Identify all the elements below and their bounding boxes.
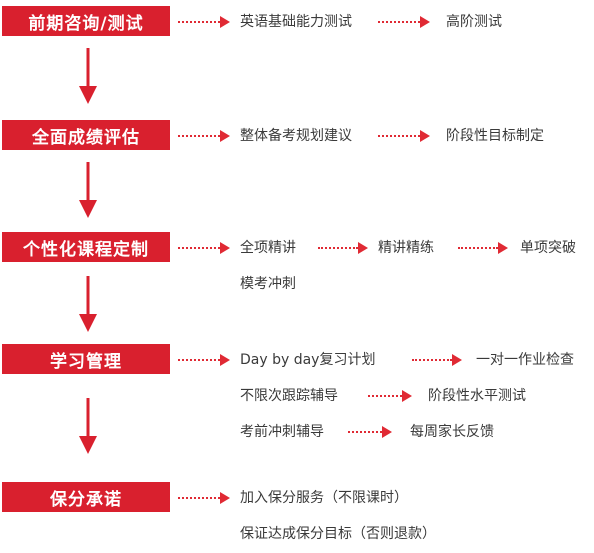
stage-custom-course: 个性化课程定制 [2, 232, 170, 262]
stage-study-management: 学习管理 [2, 344, 170, 374]
dotted-arrow-line [348, 431, 382, 433]
arrow-right-icon [402, 390, 412, 402]
arrow-right-icon [220, 354, 230, 366]
dotted-arrow-line [178, 497, 220, 499]
dotted-arrow-line [368, 395, 402, 397]
dotted-arrow-line [318, 247, 358, 249]
step-prep-plan: 整体备考规划建议 [240, 128, 352, 144]
step-single-breakthrough: 单项突破 [520, 240, 576, 256]
stage-score-evaluation: 全面成绩评估 [2, 120, 170, 150]
arrow-down-icon [79, 162, 97, 218]
dotted-arrow-line [178, 359, 220, 361]
arrow-right-icon [220, 492, 230, 504]
arrow-down-icon [79, 398, 97, 454]
step-unlimited-tutoring: 不限次跟踪辅导 [240, 388, 338, 404]
dotted-arrow-line [178, 247, 220, 249]
step-daily-plan: Day by day复习计划 [240, 352, 376, 368]
step-lecture-practice: 精讲精练 [378, 240, 434, 256]
dotted-arrow-line [178, 135, 220, 137]
arrow-right-icon [452, 354, 462, 366]
step-guarantee-refund: 保证达成保分目标（否则退款） [240, 526, 436, 542]
step-stage-goals: 阶段性目标制定 [446, 128, 544, 144]
arrow-right-icon [420, 16, 430, 28]
step-level-test: 阶段性水平测试 [428, 388, 526, 404]
dotted-arrow-line [458, 247, 498, 249]
dotted-arrow-line [378, 135, 420, 137]
step-homework-check: 一对一作业检查 [476, 352, 574, 368]
dotted-arrow-line [178, 21, 220, 23]
arrow-right-icon [220, 16, 230, 28]
step-mock-sprint: 模考冲刺 [240, 276, 296, 292]
arrow-right-icon [498, 242, 508, 254]
arrow-right-icon [220, 130, 230, 142]
step-basic-test: 英语基础能力测试 [240, 14, 352, 30]
dotted-arrow-line [378, 21, 420, 23]
arrow-down-icon [79, 276, 97, 332]
arrow-down-icon [79, 48, 97, 104]
dotted-arrow-line [412, 359, 452, 361]
stage-consult-test: 前期咨询/测试 [2, 6, 170, 36]
step-exam-sprint: 考前冲刺辅导 [240, 424, 324, 440]
step-join-guarantee: 加入保分服务（不限课时） [240, 490, 408, 506]
arrow-right-icon [358, 242, 368, 254]
stage-score-guarantee: 保分承诺 [2, 482, 170, 512]
step-parent-feedback: 每周家长反馈 [410, 424, 494, 440]
arrow-right-icon [382, 426, 392, 438]
step-full-lecture: 全项精讲 [240, 240, 296, 256]
arrow-right-icon [420, 130, 430, 142]
arrow-right-icon [220, 242, 230, 254]
step-advanced-test: 高阶测试 [446, 14, 502, 30]
